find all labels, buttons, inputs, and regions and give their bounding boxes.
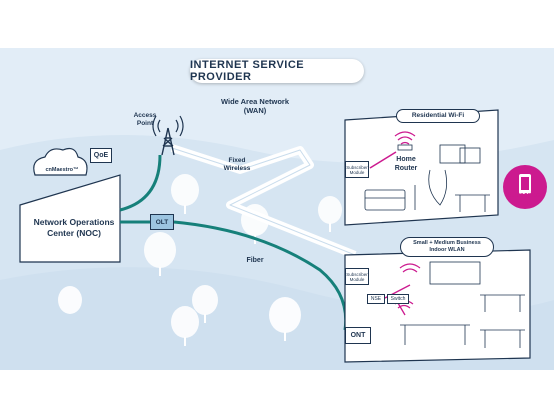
tree-icon (171, 306, 199, 338)
tree-icon (171, 174, 199, 206)
residential-wifi-link (369, 151, 397, 169)
noc-label: Network Operations Center (NOC) (33, 217, 115, 238)
tree-icon (269, 297, 301, 333)
ap-backhaul-line (119, 154, 162, 212)
phone-screen-icon (521, 177, 529, 190)
access-point-label: Access Point (133, 112, 157, 127)
olt-box: OLT (150, 214, 174, 230)
tree-trunks (159, 205, 331, 346)
access-point-tower (161, 127, 175, 156)
tree-icon (58, 286, 82, 314)
smb-furniture (400, 261, 525, 348)
wifi-icon (394, 131, 416, 145)
tree-group (58, 174, 342, 338)
smb-wlan-pill: Small + Medium Business Indoor WLAN (400, 237, 494, 257)
page-title: INTERNET SERVICE PROVIDER (190, 59, 364, 83)
smb-panel (344, 249, 531, 363)
ont-box: ONT (345, 327, 371, 344)
wan-label: Wide Area Network (WAN) (220, 97, 289, 115)
noc-building (19, 174, 121, 263)
tree-icon (192, 285, 218, 315)
subscriber-module-2: Subscriber Module (345, 268, 369, 285)
home-router-label: Home Router (394, 156, 418, 172)
tree-icon (318, 196, 342, 224)
fixed-wireless-outline (171, 147, 356, 256)
subscriber-module-1: Subscriber Module (345, 161, 369, 178)
tree-icon (144, 232, 176, 268)
fixed-wireless-label: Fixed Wireless (223, 157, 251, 172)
residential-furniture (364, 144, 490, 212)
cnmaestro-label: cnMaestro™ (45, 167, 79, 173)
residential-wifi-pill: Residential Wi-Fi (396, 109, 480, 123)
fiber-line (173, 220, 348, 331)
router-icon (397, 144, 413, 151)
qoe-box: QoE (90, 148, 112, 163)
nse-box: NSE (367, 294, 385, 304)
cloud-icon (33, 147, 88, 176)
subscriber-app-label: Subscriber App (506, 192, 544, 207)
signal-waves-icon (152, 115, 184, 137)
fiber-label: Fiber (246, 257, 264, 264)
switch-box: Switch (387, 294, 409, 304)
